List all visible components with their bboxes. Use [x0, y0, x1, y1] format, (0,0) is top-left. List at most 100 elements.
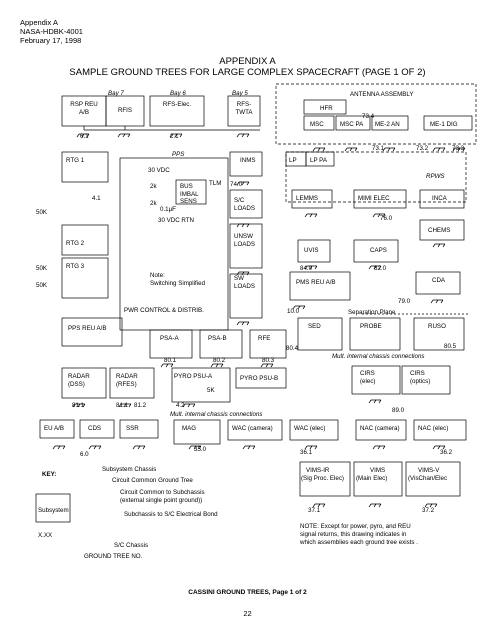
lp-pa-label: LP PA: [310, 157, 328, 164]
pms-reu-label: PMS REU A/B: [296, 279, 336, 286]
mag-label: MAG: [182, 425, 196, 432]
me2-an-box: [371, 115, 409, 131]
rpws-box: [285, 151, 467, 203]
ssr-label: SSR: [126, 425, 139, 432]
sc-loads-box: [229, 189, 263, 219]
tree-80-4: 80.4: [286, 345, 299, 352]
ruso-box: [413, 317, 465, 351]
pyro-psu-b-label: PYRO PSU-B: [240, 375, 278, 382]
tree-84-0: 84.0: [300, 265, 313, 272]
chassis-ground-icon: [242, 445, 256, 450]
lemms-box: [291, 189, 333, 209]
rfs-elec-box: [149, 95, 205, 127]
chassis-ground-icon: [118, 403, 132, 408]
rtg2-box: [61, 224, 109, 256]
rfe-box: [249, 329, 287, 359]
mimi-elec-box: [353, 189, 407, 209]
chassis-ground-icon: [304, 445, 318, 450]
rtg1-box: [61, 151, 109, 183]
tree-81-1b: 81.1: [116, 402, 129, 409]
chassis-ground-icon: [368, 399, 382, 404]
chassis-ground-icon: [292, 305, 306, 310]
chassis-ground-icon: [432, 445, 446, 450]
chassis-ground-icon: [430, 299, 444, 304]
capacitor-label: 0.1μF: [160, 206, 176, 213]
chassis-ground-icon: [117, 133, 131, 138]
vims-ir-sub: (Sig Proc. Elec): [301, 475, 344, 482]
chassis-ground-icon: [432, 243, 446, 248]
chassis-ground-icon: [236, 321, 250, 326]
nac-elec-label: NAC (elec): [418, 425, 448, 432]
sed-box: [297, 317, 343, 351]
me2-an-label: ME-2 AN: [375, 121, 400, 128]
cda-box: [415, 271, 461, 295]
radar-rfes-label: RADAR: [116, 373, 138, 380]
inca-box: [419, 189, 465, 209]
tree-4-2: 4.2: [176, 402, 185, 409]
key-xxx-label: X.XX: [38, 532, 52, 539]
pps-label: PPS: [172, 151, 185, 158]
tree-10-0: 10.0: [287, 308, 300, 315]
document-header: Appendix A NASA-HDBK-4001 February 17, 1…: [20, 18, 83, 45]
tree-80-1: 80.1: [164, 357, 177, 364]
tree-6-0: 6.0: [80, 451, 89, 458]
chassis-ground-icon: [304, 265, 318, 270]
vims-box: [353, 461, 403, 497]
wac-camera-label: WAC (camera): [232, 425, 273, 432]
lp-label: LP: [289, 157, 297, 164]
inms-label: INMS: [240, 157, 255, 164]
ground-symbols: [52, 133, 466, 508]
lp-pa-box: [305, 151, 335, 167]
chassis-ground-icon: [344, 147, 358, 152]
chassis-ground-icon: [452, 147, 466, 152]
caps-label: CAPS: [370, 247, 387, 254]
cds-label: CDS: [88, 425, 101, 432]
radar-dss-box: [61, 367, 107, 399]
tree-80-5: 80.5: [444, 343, 457, 350]
psa-a-label: PSA-A: [160, 335, 179, 342]
antenna-assembly-label: ANTENNA ASSEMBLY: [350, 91, 414, 98]
chassis-ground-icon: [382, 147, 396, 152]
chassis-ground-icon: [76, 133, 90, 138]
tlm-label: TLM: [209, 180, 221, 187]
pps-reu-label: PPS REU A/B: [68, 325, 107, 332]
vims-v-sub: (VisChan/Elec: [408, 475, 447, 482]
key-ccs-label: Circuit Common to Subchassis: [120, 489, 205, 496]
unsw-label: UNSW: [234, 233, 253, 240]
pps-note-1: Note:: [150, 272, 165, 279]
tree-79-0: 79.0: [398, 298, 411, 305]
tree-4-1: 4.1: [92, 195, 101, 202]
msc-pa-label: MSC PA: [340, 121, 364, 128]
tree-2-1: 2.1: [170, 133, 179, 140]
elec-label: (elec): [360, 378, 375, 385]
psa-b-label: PSA-B: [208, 335, 227, 342]
bay6-label: Bay 6: [170, 90, 186, 97]
tree-80-3: 80.3: [262, 357, 275, 364]
chassis-ground-icon: [432, 147, 446, 152]
tree-81-2: 81.2: [134, 402, 147, 409]
header-doc-id: NASA-HDBK-4001: [20, 27, 83, 36]
chassis-ground-icon: [372, 445, 386, 450]
uvis-box: [297, 239, 331, 263]
chassis-ground-icon: [160, 363, 174, 368]
nac-camera-box: [355, 419, 407, 441]
rfes-label: (RFES): [116, 381, 137, 388]
radar-dss-label: RADAR: [68, 373, 90, 380]
caps-box: [353, 239, 399, 263]
header-date: February 17, 1998: [20, 36, 82, 45]
sw-label: SW: [234, 275, 244, 282]
wac-elec-label: WAC (elec): [294, 425, 325, 432]
chassis-ground-icon: [236, 271, 250, 276]
key-subsystem-label: Subsystem: [38, 507, 69, 514]
psa-a-box: [149, 329, 193, 359]
resistor-2k-a: 2k: [150, 183, 157, 190]
tree-6-1: 6.1: [80, 133, 89, 140]
mult-connections-1: Mult. internal chassis connections: [332, 353, 425, 360]
pyro-psu-a-label: PYRO PSU-A: [174, 373, 213, 380]
chems-label: CHEMS: [428, 227, 450, 234]
chassis-ground-icon: [132, 445, 146, 450]
chassis-ground-icon: [312, 147, 326, 152]
rfs-twta-box: [227, 95, 261, 127]
rfs-twta-label-2: TWTA: [235, 109, 253, 116]
